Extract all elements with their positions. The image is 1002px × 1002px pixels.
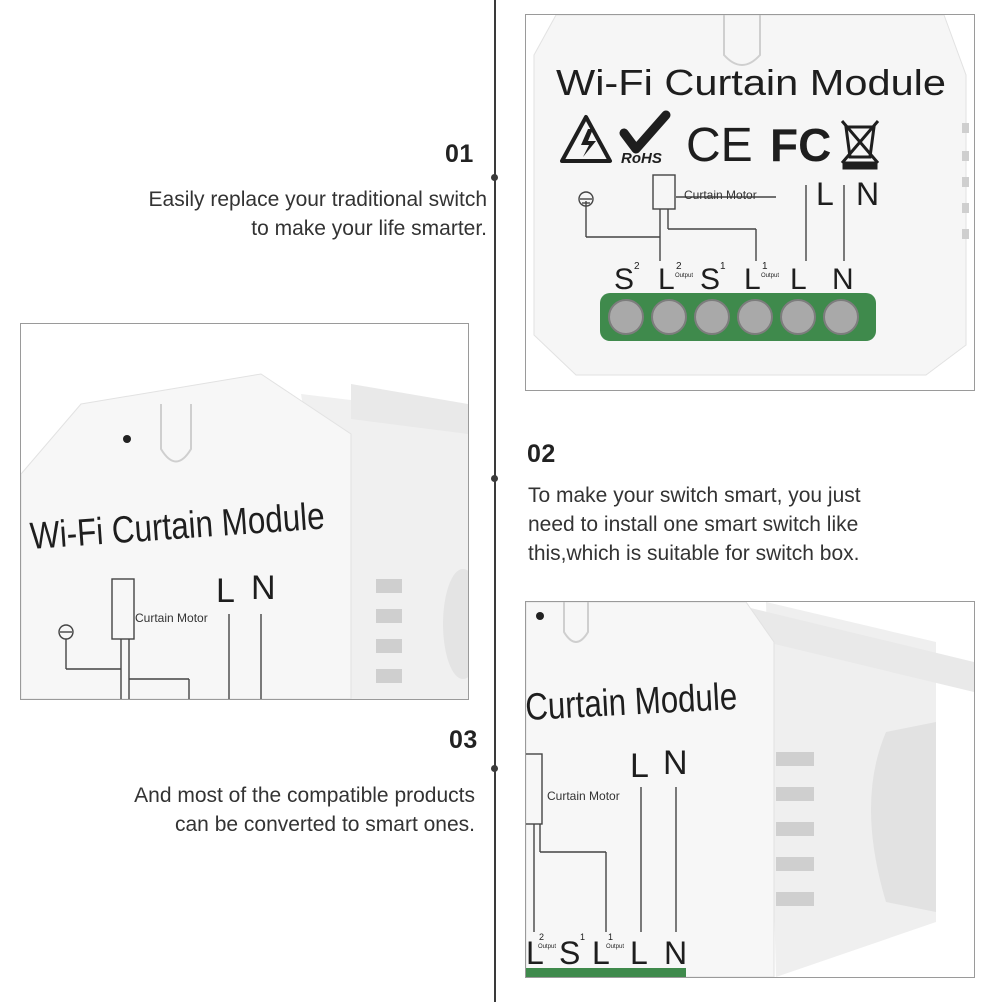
timeline-dot-03 [491,765,498,772]
high-voltage-icon [560,115,612,163]
svg-text:Output: Output [538,944,556,950]
step-02-line-2: need to install one smart switch like [528,513,859,536]
fcc-mark-icon: FC [770,119,831,171]
terminal-l-label-closeup: L [630,935,648,971]
terminal-n-label: N [832,263,854,296]
svg-text:1: 1 [580,932,585,942]
product-photo-angled-right: Curtain Module Curtain Motor L N L 2 Out… [525,601,975,978]
step-number-03: 03 [449,726,478,754]
ground-icon-angled [58,624,74,640]
product-photo-angled-left: Wi-Fi Curtain Module Curtain Motor L N [20,323,469,700]
terminal-l1-label-closeup: L [592,935,610,971]
timeline-dot-01 [491,174,498,181]
terminal-l1-label: L [744,263,761,296]
terminal-block-closeup [526,968,686,977]
step-01-line-1: Easily replace your traditional switch [148,188,487,211]
step-description-02: To make your switch smart, you just need… [528,481,861,568]
line-label-top: L [816,176,834,212]
neutral-label-closeup: N [663,744,688,782]
svg-text:1: 1 [720,261,726,272]
step-03-line-2: can be converted to smart ones. [175,813,475,836]
terminal-l-label: L [790,263,807,296]
line-label-angled: L [216,572,235,610]
step-01-line-2: to make your life smarter. [251,217,487,240]
step-description-03: And most of the compatible products can … [134,781,475,839]
step-description-01: Easily replace your traditional switch t… [149,185,487,243]
svg-text:1: 1 [762,261,768,272]
step-number-02: 02 [527,440,556,468]
svg-text:Output: Output [675,273,693,279]
svg-text:2: 2 [676,261,682,272]
motor-label-front: Curtain Motor [684,188,757,202]
motor-label-angled: Curtain Motor [135,611,208,625]
timeline-dot-02 [491,475,498,482]
step-02-line-3: this,which is suitable for switch box. [528,542,860,565]
terminal-s1-label-closeup: S [559,935,580,971]
ground-icon [578,191,594,207]
terminal-s1-label: S [700,263,720,296]
rohs-icon: RoHS [619,110,671,167]
terminal-block [600,293,876,341]
step-number-01: 01 [445,140,474,168]
step-02-line-1: To make your switch smart, you just [528,484,861,507]
motor-label-closeup: Curtain Motor [547,789,620,803]
terminal-l2-label: L [658,263,675,296]
timeline-line [494,0,496,1002]
step-03-line-1: And most of the compatible products [134,784,475,807]
neutral-label-top: N [856,176,879,212]
terminal-l2-label-closeup: L [526,935,544,971]
module-title-front: Wi-Fi Curtain Module [556,62,946,103]
weee-bin-icon [840,120,880,170]
svg-text:2: 2 [539,932,544,942]
svg-text:1: 1 [608,932,613,942]
svg-text:RoHS: RoHS [621,150,662,167]
neutral-label-angled: N [251,569,276,607]
line-label-closeup: L [630,747,649,785]
product-photo-front: Wi-Fi Curtain Module RoHS CE FC [525,14,975,391]
terminal-s2-label: S [614,263,634,296]
svg-text:2: 2 [634,261,640,272]
svg-text:Output: Output [606,944,624,950]
ce-mark-icon: CE [686,119,753,172]
svg-text:Output: Output [761,273,779,279]
terminal-n-label-closeup: N [664,935,687,971]
